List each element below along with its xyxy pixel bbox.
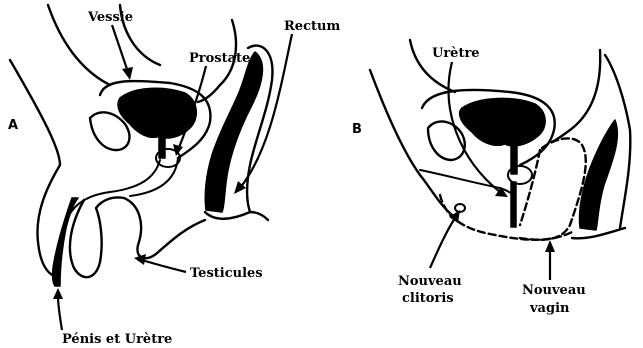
panel-b: B Urètre Nouveau clitoris	[352, 40, 630, 316]
panel-b-back-wall	[370, 70, 452, 215]
label-testicules: Testicules	[190, 266, 263, 281]
panel-b-letter: B	[352, 122, 362, 137]
label-rectum: Rectum	[284, 19, 340, 34]
panel-b-urethra	[511, 182, 516, 227]
panel-a-back-wall	[10, 60, 60, 276]
arrow-clitoris	[430, 218, 455, 268]
panel-a-scrotum	[70, 197, 205, 277]
label-penis-uretre: Pénis et Urètre	[62, 332, 172, 347]
panel-a-urethra-outer	[130, 158, 178, 196]
panel-b-vagina-bottom	[440, 195, 572, 240]
arrow-testicules	[142, 260, 186, 272]
panel-b-sacrum	[552, 50, 600, 142]
arrow-penis-uretre-head	[53, 288, 63, 299]
panel-b-rectum	[579, 120, 617, 230]
label-vessie: Vessie	[87, 10, 133, 25]
panel-b-bladder	[460, 98, 546, 146]
arrow-vagin-head	[545, 240, 555, 252]
panel-b-perineum	[572, 228, 625, 238]
label-uretre: Urètre	[432, 46, 480, 61]
panel-a-bladder-neck	[159, 130, 165, 158]
panel-a-letter: A	[8, 118, 18, 133]
label-nouveau-clitoris-2: clitoris	[402, 291, 454, 306]
label-nouveau-vagin-1: Nouveau	[522, 283, 586, 298]
panel-a-urethra	[55, 160, 160, 285]
arrow-penis-uretre	[58, 296, 62, 330]
label-nouveau-vagin-2: vagin	[529, 301, 570, 316]
panel-a-rectum	[205, 52, 262, 212]
panel-a-penis	[53, 198, 78, 286]
label-nouveau-clitoris-1: Nouveau	[398, 274, 462, 289]
panel-b-vagina-inner	[520, 150, 540, 225]
arrow-vessie-head	[122, 67, 133, 80]
panel-a-perineum	[205, 212, 268, 220]
panel-a: A Vessie Prostate Rectum	[8, 5, 340, 347]
label-prostate: Prostate	[189, 51, 250, 66]
panel-b-clitoris	[455, 204, 465, 212]
